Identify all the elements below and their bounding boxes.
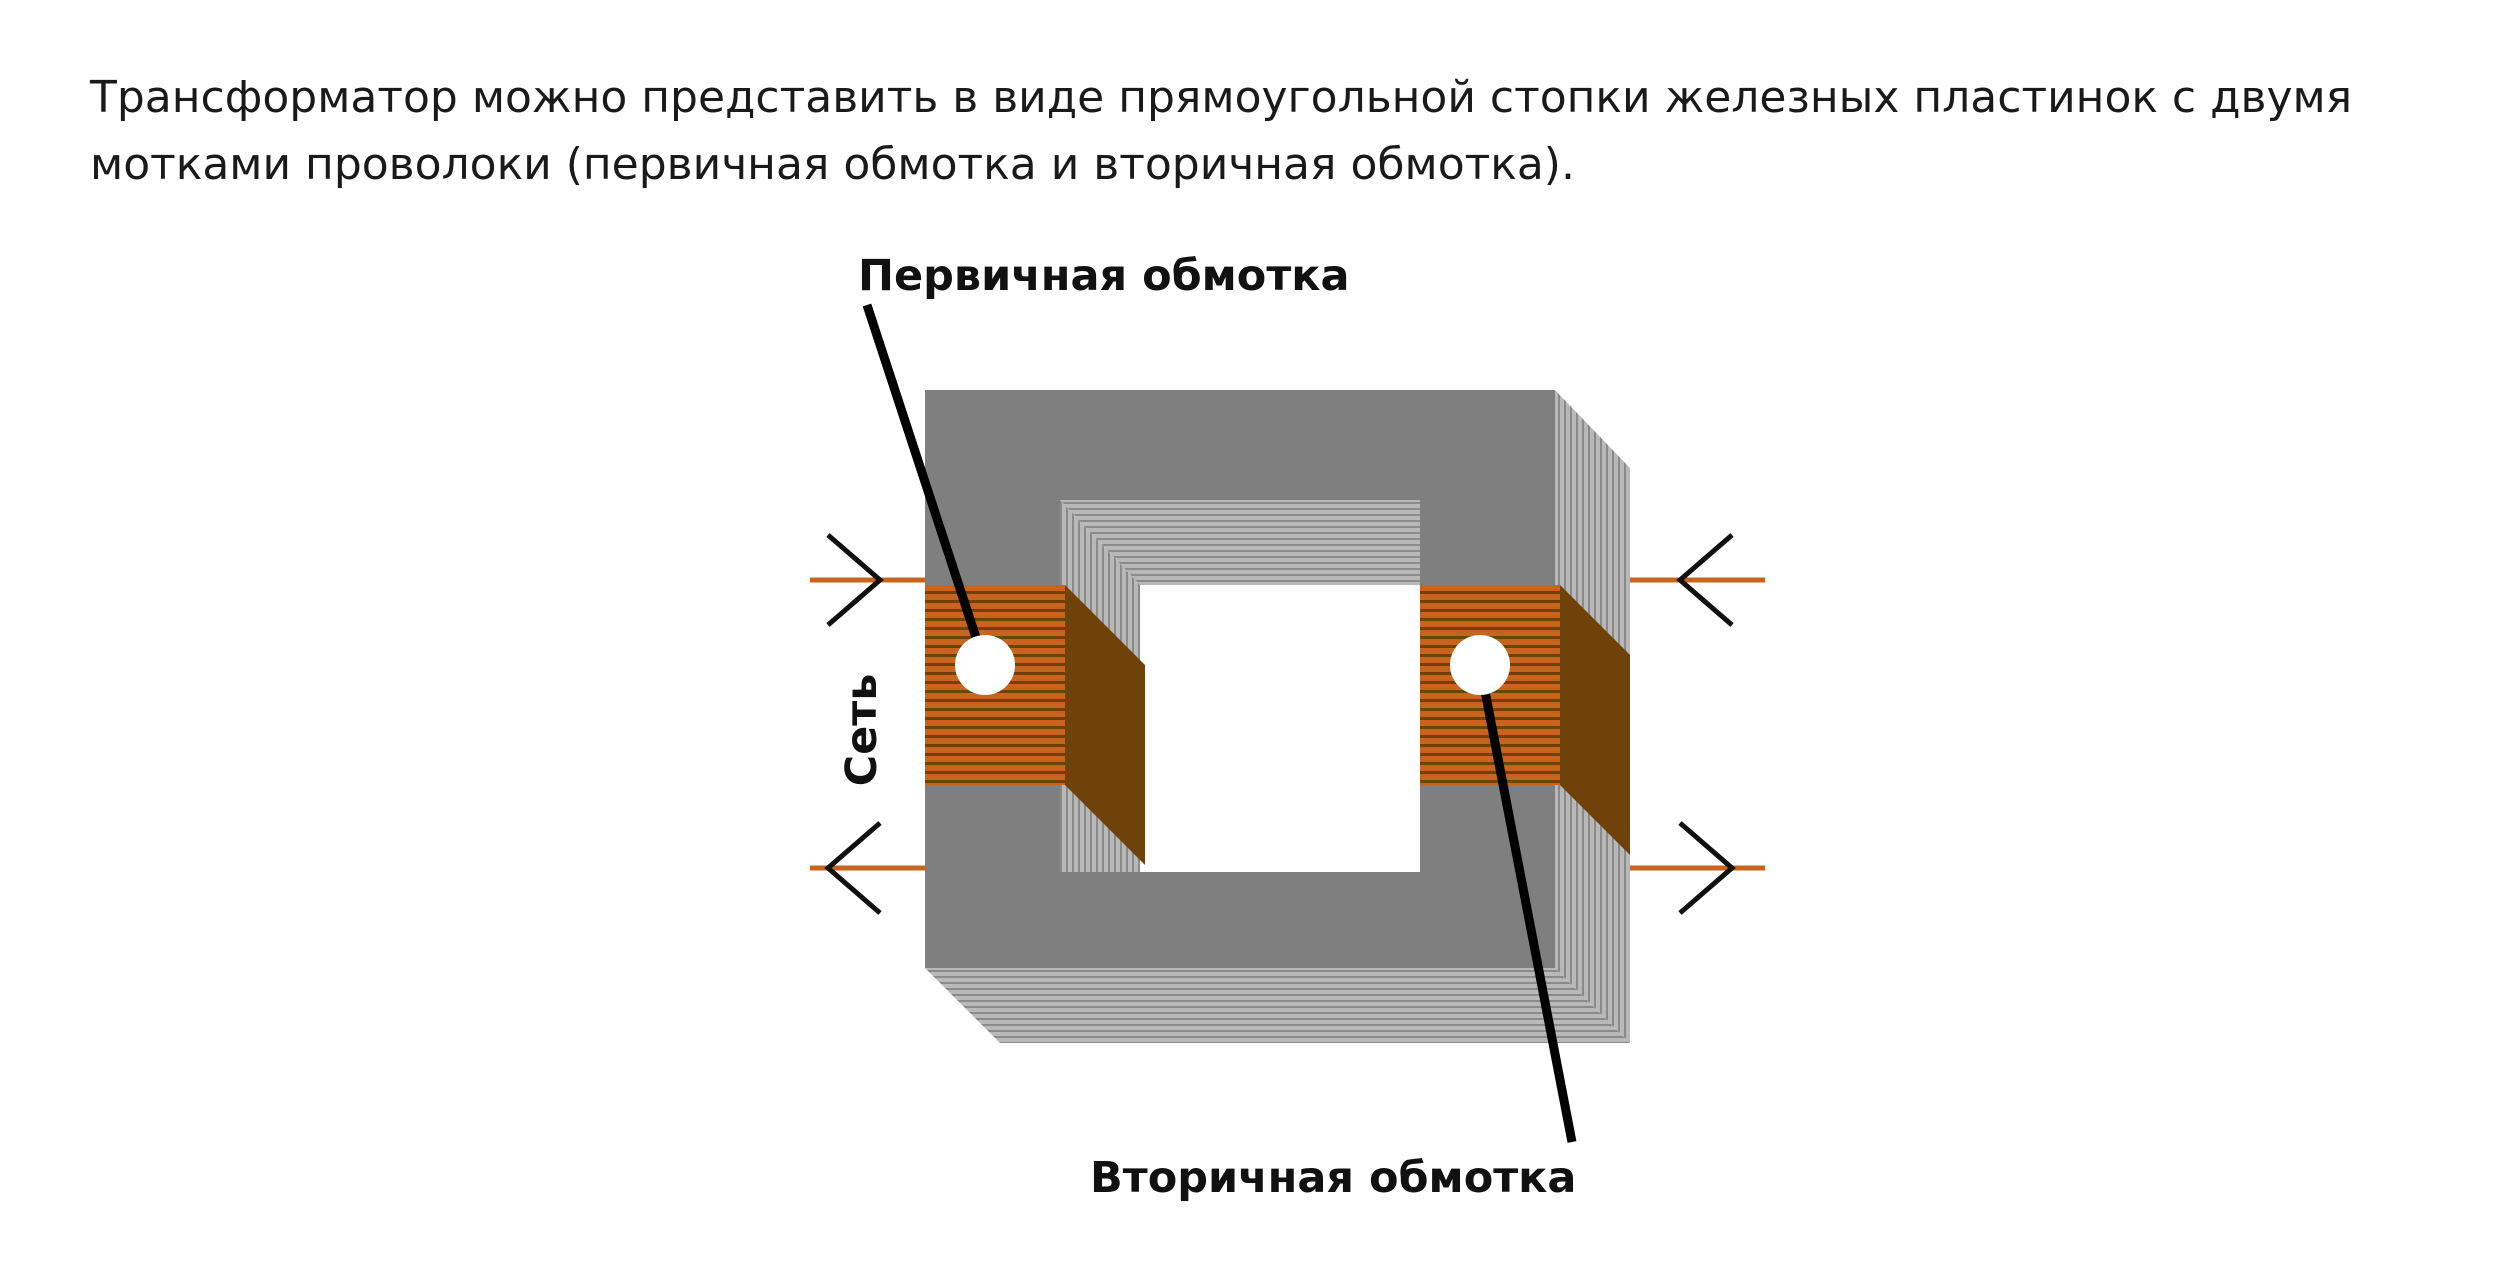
intro-paragraph: Трансформатор можно представить в виде п…	[90, 72, 2353, 190]
primary-coil-side	[1065, 585, 1145, 865]
secondary-coil-side	[1560, 585, 1630, 855]
secondary-winding-label: Вторичная обмотка	[1090, 1153, 1576, 1203]
secondary-leader-line	[1475, 664, 1577, 1143]
primary-marker	[955, 635, 1015, 695]
primary-winding-label: Первичная обмотка	[858, 251, 1349, 301]
secondary-marker	[1450, 635, 1510, 695]
window-top-laminations	[1060, 500, 1420, 585]
primary-leader-line	[862, 303, 990, 667]
terminal-right-top	[1630, 533, 1765, 627]
secondary-coil	[1420, 585, 1630, 855]
primary-coil	[925, 585, 1145, 865]
terminal-right-bottom	[1630, 821, 1765, 915]
mains-label: Сеть	[837, 674, 887, 787]
terminal-left-bottom	[810, 821, 925, 915]
terminal-left-top	[810, 533, 925, 627]
window-opening	[1140, 585, 1420, 872]
core-bottom-laminations	[925, 968, 1630, 1043]
